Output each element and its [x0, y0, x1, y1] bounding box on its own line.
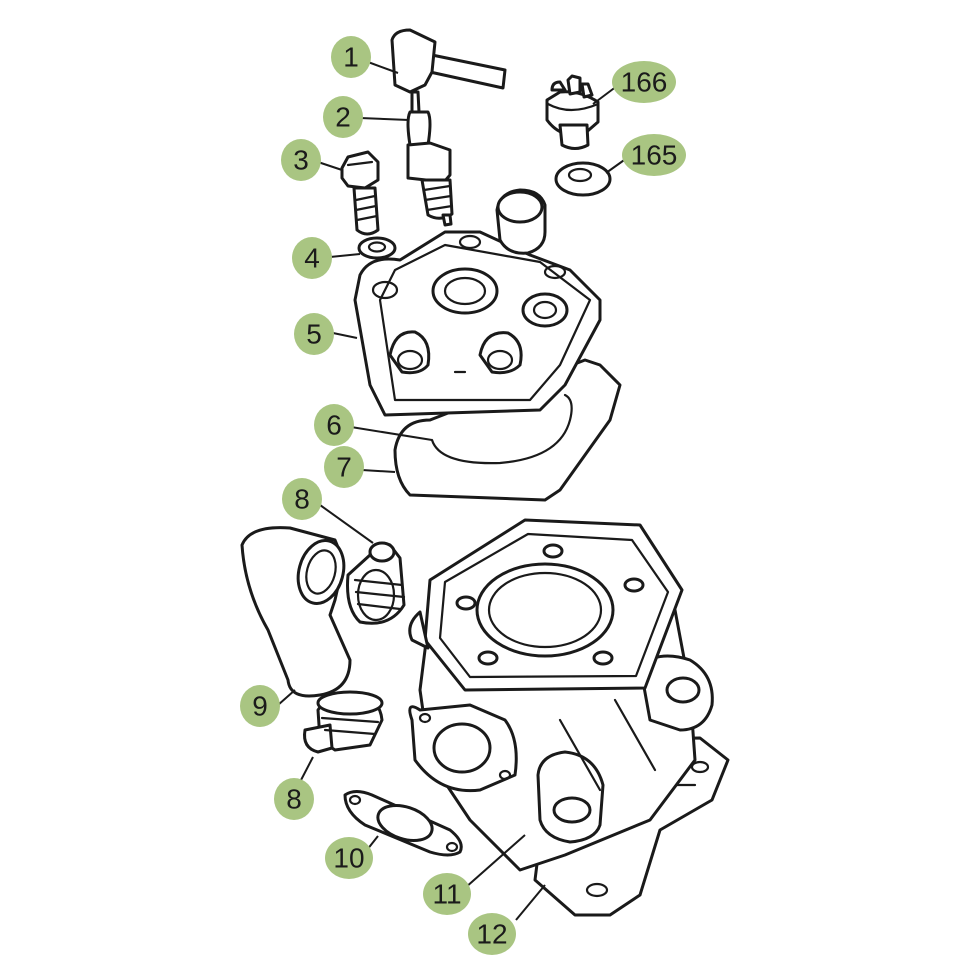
callout-11-label: 11	[432, 879, 461, 910]
part-2-spark-plug	[406, 90, 454, 227]
callout-166-label: 166	[621, 67, 668, 98]
callout-165-label: 165	[631, 140, 678, 171]
leader-6	[350, 426, 433, 441]
part-3-bolt	[340, 150, 380, 236]
part-8-clamp-lower	[303, 690, 384, 754]
part-7-head-gasket	[393, 358, 622, 502]
part-166-sender	[545, 74, 600, 150]
part-8-clamp-upper	[346, 541, 406, 625]
leader-2	[359, 117, 410, 121]
callout-9-label: 9	[252, 691, 268, 722]
leader-8b	[299, 756, 314, 783]
part-11-cylinder	[408, 518, 714, 872]
callout-8-upper-label: 8	[294, 484, 310, 515]
part-1-plug-cap	[390, 28, 507, 94]
callout-5: 5	[294, 313, 334, 355]
callout-8-lower-label: 8	[286, 784, 302, 815]
part-4-washer	[357, 236, 397, 260]
leader-5	[332, 332, 358, 339]
callout-1-label: 1	[343, 42, 359, 73]
callout-11: 11	[423, 873, 471, 915]
callout-4: 4	[292, 237, 332, 279]
callout-166: 166	[612, 61, 676, 103]
leader-4	[329, 253, 361, 258]
callout-3: 3	[281, 139, 321, 181]
part-6-seal-ring	[430, 393, 573, 465]
leader-lines	[277, 61, 628, 921]
part-5-cylinder-head	[353, 188, 602, 417]
callout-10-label: 10	[333, 843, 364, 874]
leader-11	[464, 834, 526, 889]
callout-6: 6	[314, 404, 354, 446]
leader-9	[277, 689, 296, 706]
callout-2-label: 2	[335, 102, 351, 133]
callout-3-label: 3	[293, 145, 309, 176]
callout-6-label: 6	[326, 410, 342, 441]
leader-8a	[319, 504, 374, 544]
callout-4-label: 4	[304, 243, 320, 274]
callout-8-lower: 8	[274, 778, 314, 820]
leader-12	[515, 884, 546, 921]
callout-12: 12	[468, 913, 516, 955]
leader-7	[361, 469, 396, 473]
callout-8-upper: 8	[282, 478, 322, 520]
callout-2: 2	[323, 96, 363, 138]
callout-5-label: 5	[306, 319, 322, 350]
callout-165: 165	[622, 134, 686, 176]
callout-12-label: 12	[476, 919, 507, 950]
leader-1	[367, 61, 399, 74]
callout-1: 1	[331, 36, 371, 78]
callout-7-label: 7	[336, 452, 352, 483]
callout-9: 9	[240, 685, 280, 727]
callout-7: 7	[324, 446, 364, 488]
part-10-exhaust-gasket	[343, 790, 463, 857]
leader-166	[592, 85, 618, 105]
part-9-intake-elbow	[240, 526, 352, 698]
callout-10: 10	[325, 837, 373, 879]
leader-3	[317, 161, 343, 171]
part-165-washer	[554, 161, 612, 197]
